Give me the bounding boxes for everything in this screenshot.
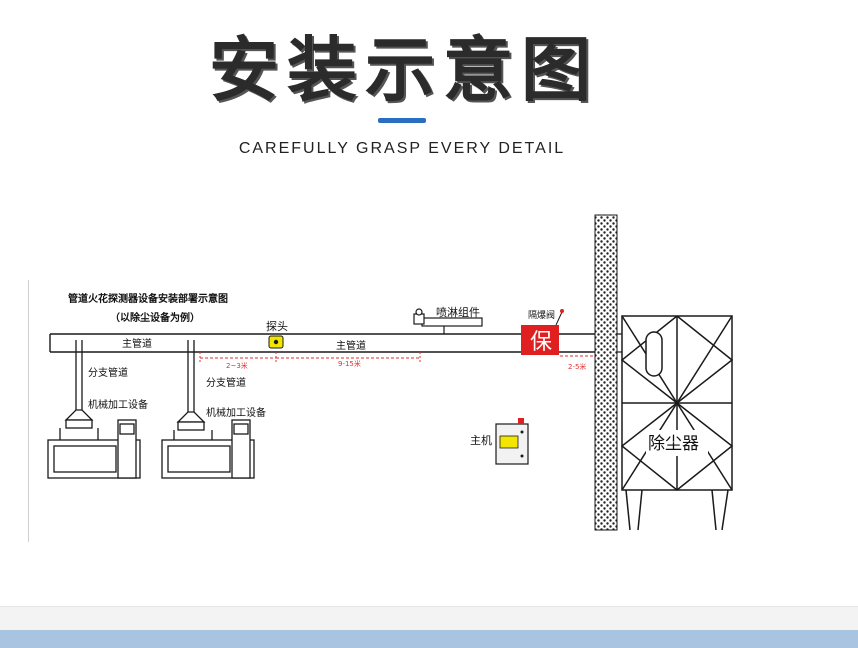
diagram-left-border — [28, 280, 29, 542]
collector-label-bg — [646, 430, 708, 456]
valve-label: 隔爆阀 — [528, 309, 555, 321]
branch-pipe-1 — [64, 340, 94, 429]
main-pipe-label-1: 主管道 — [122, 337, 152, 350]
title-accent-bar — [378, 118, 426, 123]
footer-divider — [0, 606, 858, 631]
footer-band — [0, 630, 858, 648]
host-controller-icon — [495, 418, 529, 465]
dimension-line-2 — [276, 352, 421, 362]
machine-1 — [47, 419, 141, 479]
dimension-label-3: 2-5米 — [568, 362, 586, 371]
branch-pipe-2 — [176, 340, 206, 431]
watermark: 保 — [530, 330, 552, 355]
dust-collector-label: 除尘器 — [648, 434, 699, 454]
dimension-label-1: 2~3米 — [226, 361, 248, 370]
explosion-valve-icon — [521, 309, 564, 355]
machine-label-2: 机械加工设备 — [206, 406, 266, 419]
machine-2 — [161, 419, 255, 479]
host-label: 主机 — [470, 433, 492, 447]
page-title: 安装示意图 — [209, 29, 599, 111]
dimension-label-2: 9-15米 — [338, 359, 361, 368]
spray-assembly-label: 喷淋组件 — [436, 305, 480, 319]
machine-label-1: 机械加工设备 — [88, 398, 148, 411]
probe-label: 探头 — [266, 320, 288, 333]
diagram-caption-sub: （以除尘设备为例） — [110, 311, 200, 324]
main-pipe-label-2: 主管道 — [336, 339, 366, 352]
page-subtitle: CAREFULLY GRASP EVERY DETAIL — [238, 140, 566, 157]
spray-assembly-icon — [413, 308, 483, 334]
wall — [594, 214, 618, 531]
branch-pipe-label-1: 分支管道 — [88, 366, 128, 379]
probe-icon — [268, 335, 284, 349]
branch-pipe-label-2: 分支管道 — [206, 376, 246, 389]
dust-collector — [620, 315, 734, 531]
diagram-caption: 管道火花探测器设备安装部署示意图 — [68, 292, 228, 305]
dimension-line-1 — [199, 352, 277, 362]
